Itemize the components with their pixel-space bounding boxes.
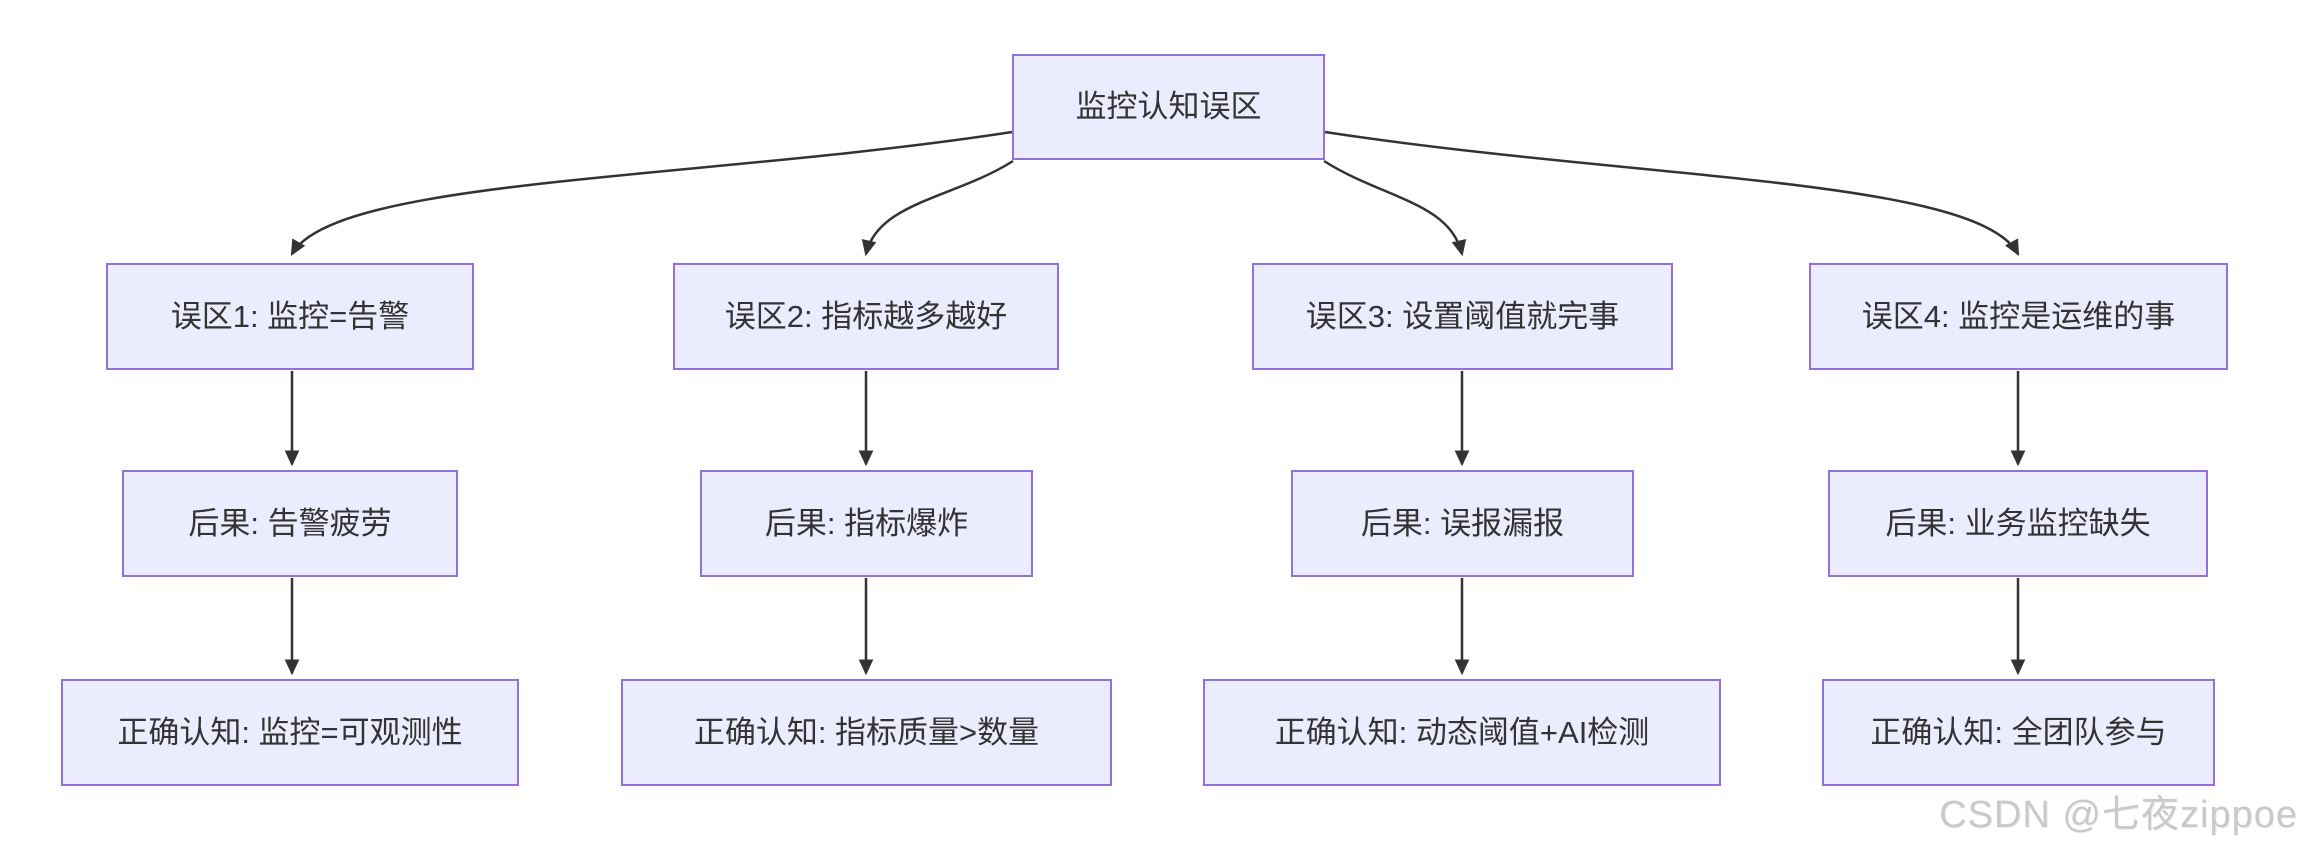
edge-root-to-myth1 [290,130,1013,256]
csdn-watermark: CSDN @七夜zippoe [1939,794,2298,836]
node-myth-1: 误区1: 监控=告警 [106,263,474,370]
edge-root-to-myth3 [1323,159,1467,257]
node-consequence-4: 后果: 业务监控缺失 [1828,470,2208,577]
edge-root-to-myth4 [1324,130,2020,257]
node-correct-1: 正确认知: 监控=可观测性 [61,679,519,786]
node-consequence-1: 后果: 告警疲劳 [122,470,458,577]
node-myth-2: 误区2: 指标越多越好 [673,263,1059,370]
edge-root-to-myth2 [861,159,1014,257]
node-myth-3: 误区3: 设置阈值就完事 [1252,263,1673,370]
node-root: 监控认知误区 [1012,54,1325,160]
node-correct-4: 正确认知: 全团队参与 [1822,679,2215,786]
node-consequence-3: 后果: 误报漏报 [1291,470,1634,577]
node-correct-3: 正确认知: 动态阈值+AI检测 [1203,679,1721,786]
node-consequence-2: 后果: 指标爆炸 [700,470,1033,577]
node-correct-2: 正确认知: 指标质量>数量 [621,679,1112,786]
node-myth-4: 误区4: 监控是运维的事 [1809,263,2228,370]
